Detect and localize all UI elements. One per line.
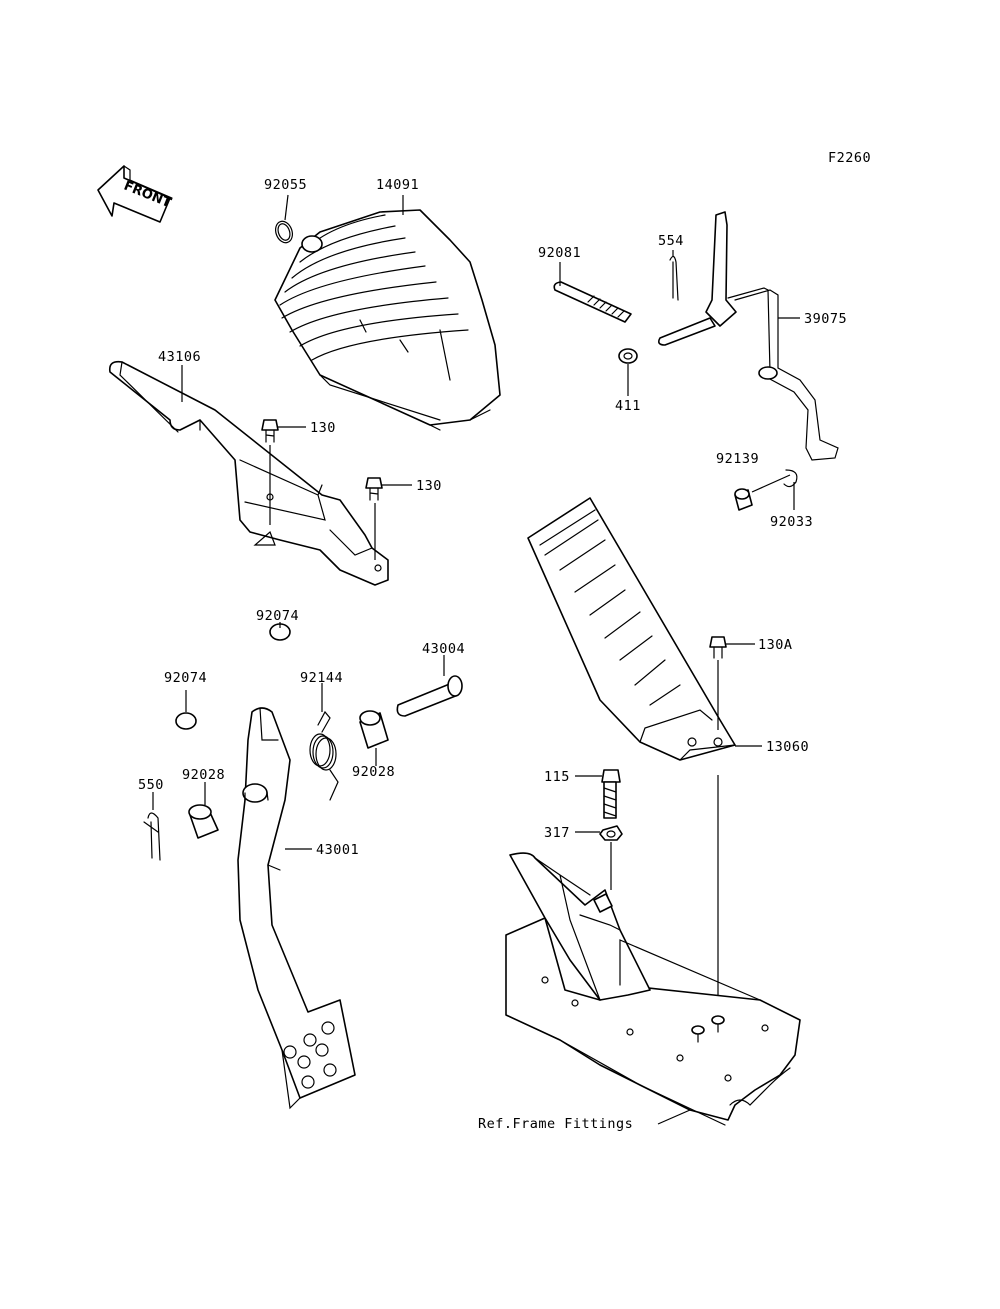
label-317: 317 — [544, 825, 570, 841]
shaft-43004 — [396, 655, 463, 717]
label-411: 411 — [615, 398, 641, 414]
washer-411 — [618, 348, 638, 396]
bolt-115 — [575, 769, 621, 819]
boot-cover-14091 — [274, 195, 501, 431]
figure-code: F2260 — [828, 150, 871, 166]
label-92144: 92144 — [300, 670, 343, 686]
label-92028-right: 92028 — [352, 764, 395, 780]
label-92139: 92139 — [716, 451, 759, 467]
spring-pin-92081 — [553, 262, 632, 323]
brake-pedal-43001 — [237, 707, 356, 1110]
label-43106: 43106 — [158, 349, 201, 365]
label-92074-b: 92074 — [164, 670, 207, 686]
label-130A: 130A — [758, 637, 793, 653]
label-92055: 92055 — [264, 177, 307, 193]
label-13060: 13060 — [766, 739, 809, 755]
bushing-92139 — [734, 474, 791, 511]
o-ring-92055 — [274, 194, 294, 244]
clip-92033 — [783, 469, 798, 510]
cotter-pin-550 — [143, 792, 161, 861]
bolt-130-b — [365, 477, 412, 560]
label-115: 115 — [544, 769, 570, 785]
front-arrow-icon: FRONT — [97, 165, 173, 223]
label-550: 550 — [138, 777, 164, 793]
frame-fittings — [505, 852, 801, 1126]
label-554: 554 — [658, 233, 684, 249]
label-39075: 39075 — [804, 311, 847, 327]
linkage-rod-39075 — [658, 211, 839, 461]
label-92074-a: 92074 — [256, 608, 299, 624]
cotter-pin-554 — [669, 250, 679, 301]
label-92081: 92081 — [538, 245, 581, 261]
nut-317 — [575, 825, 623, 890]
label-ref-frame-fittings: Ref.Frame Fittings — [478, 1116, 633, 1132]
parking-lever-43106 — [108, 360, 389, 586]
label-43004: 43004 — [422, 641, 465, 657]
bushing-92028-left — [188, 782, 219, 839]
label-130-a: 130 — [310, 420, 336, 436]
label-43001: 43001 — [316, 842, 359, 858]
label-130-b: 130 — [416, 478, 442, 494]
spring-92144 — [309, 683, 339, 801]
bolt-130A — [709, 636, 755, 730]
label-92033: 92033 — [770, 514, 813, 530]
accelerator-pedal-13060 — [527, 497, 762, 761]
plug-92074-b — [175, 690, 197, 730]
bushing-92028-right — [359, 710, 389, 766]
bolt-130-a — [261, 419, 306, 525]
label-14091: 14091 — [376, 177, 419, 193]
label-92028-left: 92028 — [182, 767, 225, 783]
plug-92074-a — [269, 622, 291, 641]
